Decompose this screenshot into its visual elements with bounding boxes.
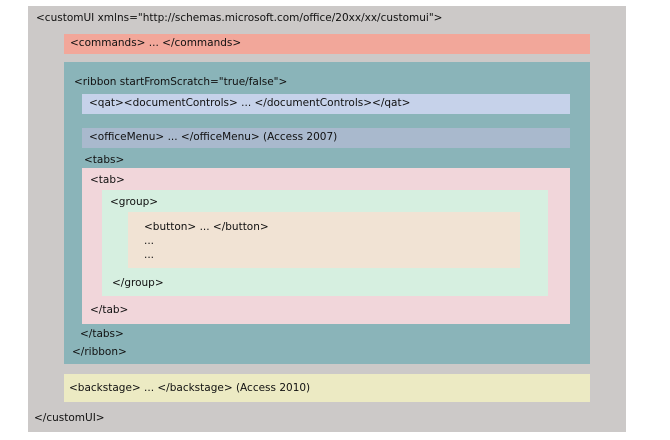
office-menu-box <box>82 128 570 148</box>
tab-close-tag: </tab> <box>90 304 129 316</box>
group-close-tag: </group> <box>112 277 164 289</box>
ribbon-open-tag: <ribbon startFromScratch="true/false"> <box>74 76 288 88</box>
ribbon-close-tag: </ribbon> <box>72 346 127 358</box>
tabs-close-tag: </tabs> <box>80 328 124 340</box>
commands-label: <commands> ... </commands> <box>70 37 242 49</box>
commands-box <box>64 34 590 54</box>
office-menu-label: <officeMenu> ... </officeMenu> (Access 2… <box>89 131 338 143</box>
qat-label: <qat><documentControls> ... </documentCo… <box>89 97 411 109</box>
button-ellipsis-line-2: ... <box>144 249 155 261</box>
button-box <box>128 212 520 268</box>
customui-open-tag: <customUI xmlns="http://schemas.microsof… <box>36 12 443 24</box>
tabs-open-tag: <tabs> <box>84 154 125 166</box>
group-open-tag: <group> <box>110 196 159 208</box>
backstage-label: <backstage> ... </backstage> (Access 201… <box>69 382 311 394</box>
button-ellipsis-line-1: ... <box>144 235 155 247</box>
tab-open-tag: <tab> <box>90 174 125 186</box>
customui-close-tag: </customUI> <box>34 412 105 424</box>
backstage-box <box>64 374 590 402</box>
qat-box <box>82 94 570 114</box>
button-tag-line: <button> ... </button> <box>144 221 269 233</box>
